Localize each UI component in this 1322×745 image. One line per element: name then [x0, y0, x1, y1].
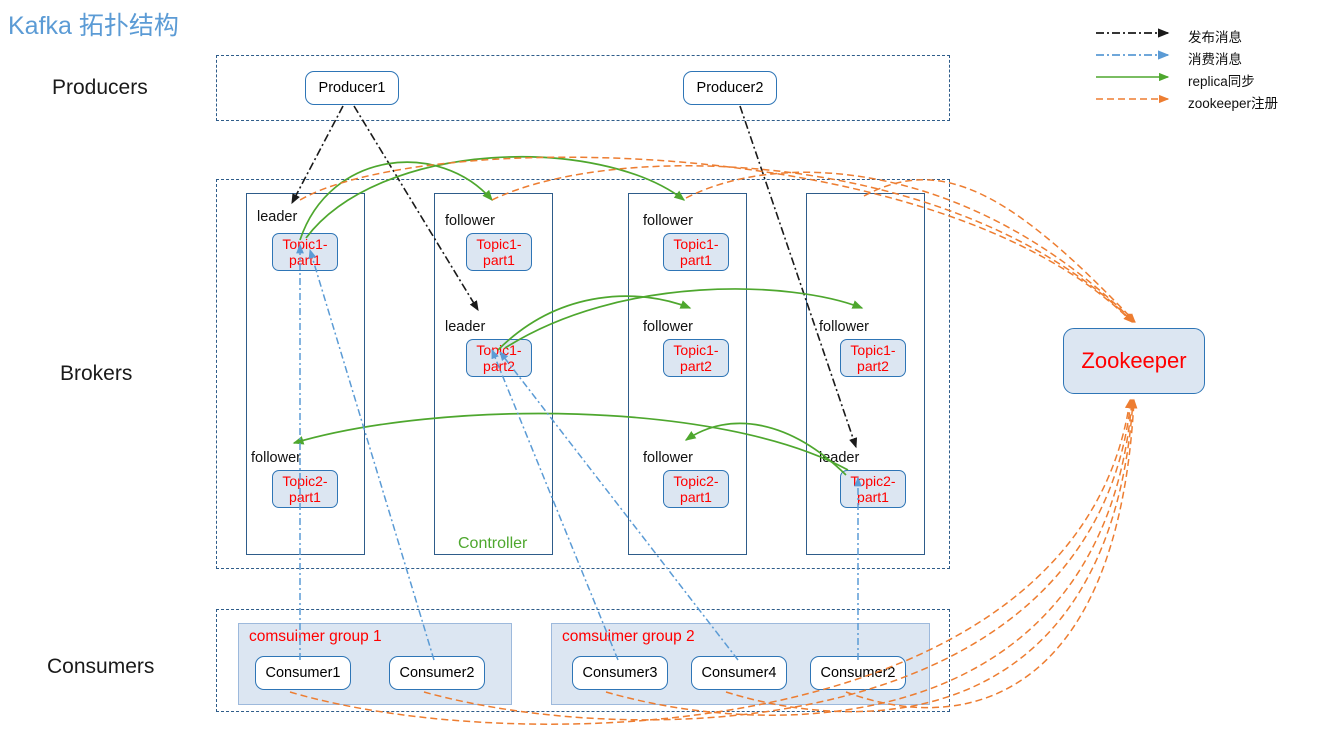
broker-2-slot-2-partition[interactable]: Topic1- part2	[466, 339, 532, 377]
section-label-consumers: Consumers	[47, 655, 155, 678]
broker-3-slot-2-role: follower	[643, 319, 693, 335]
broker-2-slot-1-role: follower	[445, 213, 495, 229]
producer-1-box[interactable]: Producer1	[305, 71, 399, 105]
broker-4-slot-2-partition[interactable]: Topic1- part2	[840, 339, 906, 377]
producers-band	[216, 55, 950, 121]
partition-line-2: part1	[289, 252, 321, 268]
broker-4-slot-2-role: follower	[819, 319, 869, 335]
legend-item-3-label: zookeeper注册	[1188, 96, 1279, 111]
broker-3-slot-3-partition[interactable]: Topic2- part1	[663, 470, 729, 508]
broker-2-slot-2-role: leader	[445, 319, 486, 335]
partition-line-2: part1	[680, 252, 712, 268]
consumer-4-label: Consumer4	[701, 665, 777, 681]
consumer-group-1-title: comsuimer group 1	[249, 628, 382, 645]
partition-line-1: Topic2-	[282, 473, 328, 489]
zookeeper-box[interactable]: Zookeeper	[1063, 328, 1205, 394]
consumer-1-label: Consumer1	[265, 665, 341, 681]
partition-line-1: Topic1-	[850, 342, 896, 358]
consumer-3-label: Consumer3	[582, 665, 658, 681]
consumer-5-box[interactable]: Consumer2	[810, 656, 906, 690]
partition-line-1: Topic2-	[850, 473, 896, 489]
broker-3-slot-1-partition[interactable]: Topic1- part1	[663, 233, 729, 271]
partition-line-2: part2	[857, 358, 889, 374]
broker-3-slot-2-partition[interactable]: Topic1- part2	[663, 339, 729, 377]
partition-line-2: part1	[289, 489, 321, 505]
broker-3-slot-3-role: follower	[643, 450, 693, 466]
consumer-2-box[interactable]: Consumer2	[389, 656, 485, 690]
consumer-group-2-title: comsuimer group 2	[562, 628, 695, 645]
broker-1-slot-1-role: leader	[257, 209, 298, 225]
broker-2-slot-1-partition[interactable]: Topic1- part1	[466, 233, 532, 271]
partition-line-1: Topic1-	[673, 236, 719, 252]
consumer-5-label: Consumer2	[820, 665, 896, 681]
partition-line-2: part2	[483, 358, 515, 374]
partition-line-1: Topic1-	[476, 342, 522, 358]
consumer-3-box[interactable]: Consumer3	[572, 656, 668, 690]
partition-line-1: Topic1-	[282, 236, 328, 252]
section-label-producers: Producers	[52, 76, 148, 99]
producer-2-label: Producer2	[696, 80, 764, 96]
broker-1-slot-3-role: follower	[251, 450, 301, 466]
legend-item-0-label: 发布消息	[1188, 30, 1242, 45]
partition-line-1: Topic1-	[476, 236, 522, 252]
consumer-4-box[interactable]: Consumer4	[691, 656, 787, 690]
producer-1-label: Producer1	[318, 80, 386, 96]
legend-item-2-label: replica同步	[1188, 74, 1255, 89]
broker-1-slot-3-partition[interactable]: Topic2- part1	[272, 470, 338, 508]
section-label-brokers: Brokers	[60, 362, 133, 385]
consumer-1-box[interactable]: Consumer1	[255, 656, 351, 690]
broker-4-slot-3-partition[interactable]: Topic2- part1	[840, 470, 906, 508]
zookeeper-label: Zookeeper	[1081, 348, 1187, 373]
consumer-2-label: Consumer2	[399, 665, 475, 681]
broker-1-slot-1-partition[interactable]: Topic1- part1	[272, 233, 338, 271]
broker-3-slot-1-role: follower	[643, 213, 693, 229]
partition-line-1: Topic2-	[673, 473, 719, 489]
legend-item-1-label: 消费消息	[1188, 52, 1242, 67]
broker-2-controller-label: Controller	[458, 535, 528, 552]
page-title: Kafka 拓扑结构	[8, 12, 179, 40]
partition-line-2: part1	[483, 252, 515, 268]
partition-line-2: part1	[857, 489, 889, 505]
partition-line-1: Topic1-	[673, 342, 719, 358]
partition-line-2: part1	[680, 489, 712, 505]
partition-line-2: part2	[680, 358, 712, 374]
producer-2-box[interactable]: Producer2	[683, 71, 777, 105]
broker-4-slot-3-role: leader	[819, 450, 860, 466]
